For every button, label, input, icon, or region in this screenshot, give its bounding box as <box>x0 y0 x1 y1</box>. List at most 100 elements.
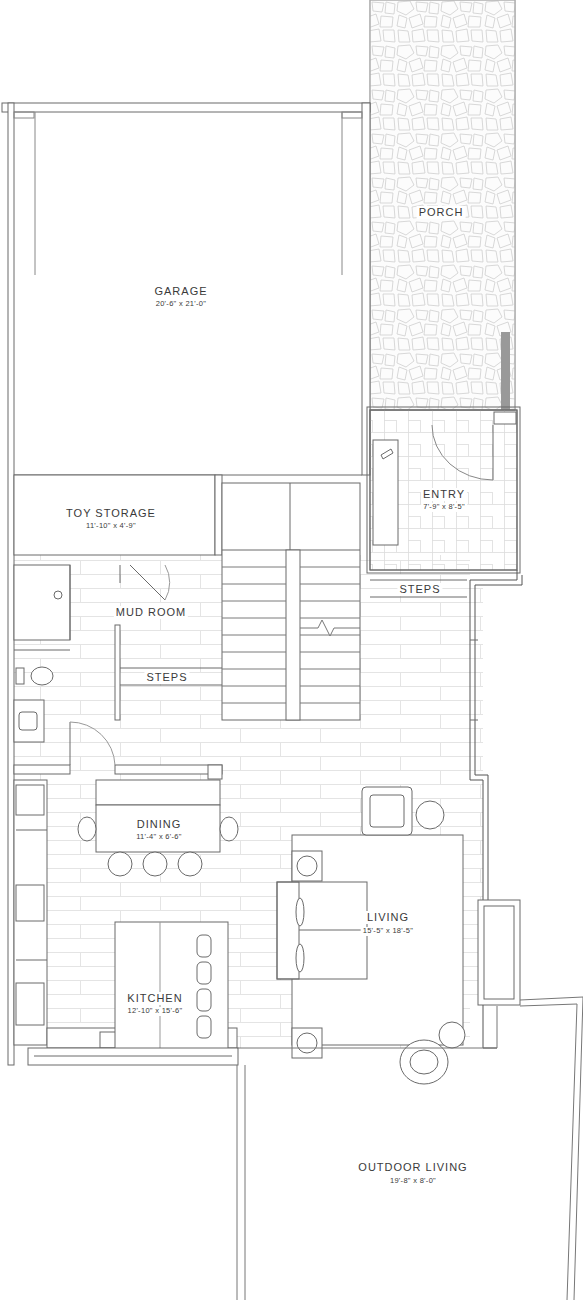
room-name: DINING <box>135 818 184 831</box>
plan-stroke <box>35 112 36 275</box>
plan-stroke <box>370 0 515 410</box>
plan-stroke <box>300 601 360 602</box>
plan-stroke <box>470 720 478 721</box>
plan-stroke <box>497 1006 498 1048</box>
plan-stroke <box>222 601 286 602</box>
plan-stroke <box>299 930 367 931</box>
plan-stroke <box>300 703 360 704</box>
plan-stroke <box>115 765 222 774</box>
plan-stroke <box>300 567 360 568</box>
plan-stroke <box>14 475 215 555</box>
plan-stroke <box>115 625 120 720</box>
plan-stroke <box>494 412 516 424</box>
plan-stroke <box>439 1022 465 1048</box>
plan-stroke <box>108 852 132 876</box>
plan-stroke <box>222 686 286 687</box>
plan-stroke <box>416 801 444 829</box>
plan-stroke <box>342 112 343 275</box>
plan-stroke <box>362 103 370 475</box>
plan-stroke <box>14 780 47 1045</box>
plan-stroke <box>78 817 96 841</box>
plan-stroke <box>220 817 238 841</box>
plan-stroke <box>370 580 467 581</box>
plan-stroke <box>362 787 412 835</box>
plan-stroke <box>297 1033 317 1053</box>
plan-stroke <box>208 765 222 779</box>
plan-stroke <box>222 635 286 636</box>
plan-stroke <box>286 550 300 720</box>
plan-stroke <box>300 618 360 619</box>
plan-stroke <box>197 1016 211 1038</box>
plan-stroke <box>120 565 121 583</box>
room-name: PORCH <box>417 206 466 219</box>
plan-stroke <box>96 805 220 852</box>
plan-stroke <box>410 1050 438 1074</box>
plan-stroke <box>197 935 211 957</box>
plan-stroke <box>290 483 291 550</box>
plan-stroke <box>19 712 37 730</box>
plan-stroke <box>14 112 34 118</box>
room-dimension: 11'-4" x 6'-6" <box>134 833 184 842</box>
plan-stroke <box>300 584 360 585</box>
plan-stroke <box>14 700 44 742</box>
plan-stroke <box>222 483 360 720</box>
plan-stroke <box>34 1056 232 1057</box>
plan-stroke <box>70 722 115 765</box>
plan-stroke <box>70 565 71 640</box>
plan-stroke <box>28 1048 238 1065</box>
plan-stroke <box>300 669 360 670</box>
plan-stroke <box>483 1005 497 1048</box>
plan-stroke <box>222 567 286 568</box>
plan-stroke <box>215 475 222 555</box>
plan-stroke <box>16 983 44 1025</box>
plan-stroke <box>400 1040 448 1084</box>
room-name: MUD ROOM <box>114 606 188 619</box>
room-name: STEPS <box>397 583 442 596</box>
plan-stroke <box>222 567 360 703</box>
plan-stroke <box>31 667 53 685</box>
plan-stroke <box>14 565 70 640</box>
room-dimension: 15'-5" x 18'-5" <box>361 927 416 936</box>
plan-stroke <box>222 618 286 619</box>
plan-stroke <box>300 652 360 653</box>
plan-stroke <box>484 906 514 999</box>
plan-stroke <box>493 425 494 480</box>
plan-stroke <box>478 900 520 1005</box>
room-dimension: 19'-8" x 8'-0" <box>388 1177 438 1186</box>
plan-stroke <box>370 410 517 570</box>
plan-stroke <box>342 112 362 118</box>
plan-stroke <box>520 997 583 1300</box>
plan-stroke <box>16 785 44 815</box>
room-name: GARAGE <box>152 285 209 298</box>
plan-stroke <box>370 795 404 827</box>
plan-stroke <box>8 103 14 1065</box>
plan-stroke <box>2 103 370 112</box>
plan-stroke <box>370 597 467 598</box>
room-dimension: 12'-10" x 15'-6" <box>125 1007 184 1016</box>
plan-stroke <box>501 332 510 410</box>
plan-stroke <box>197 989 211 1011</box>
room-name: TOY STORAGE <box>64 507 158 520</box>
plan-stroke <box>237 1048 497 1049</box>
plan-stroke <box>54 591 62 599</box>
plan-stroke <box>14 650 70 651</box>
plan-stroke <box>222 652 286 653</box>
plan-stroke <box>70 722 71 765</box>
plan-stroke <box>292 851 322 881</box>
plan-stroke <box>370 410 517 570</box>
plan-stroke <box>197 935 211 1038</box>
plan-stroke <box>381 449 393 459</box>
room-name: OUTDOOR LIVING <box>356 1161 469 1174</box>
plan-stroke <box>120 668 222 669</box>
plan-stroke <box>115 922 228 1055</box>
plan-stroke <box>120 685 222 686</box>
plan-stroke <box>297 856 317 876</box>
plan-stroke <box>16 960 47 961</box>
plan-stroke <box>296 944 304 972</box>
plan-stroke <box>470 570 517 900</box>
plan-stroke <box>165 565 170 600</box>
plan-stroke <box>296 898 304 926</box>
plan-stroke <box>277 882 299 979</box>
